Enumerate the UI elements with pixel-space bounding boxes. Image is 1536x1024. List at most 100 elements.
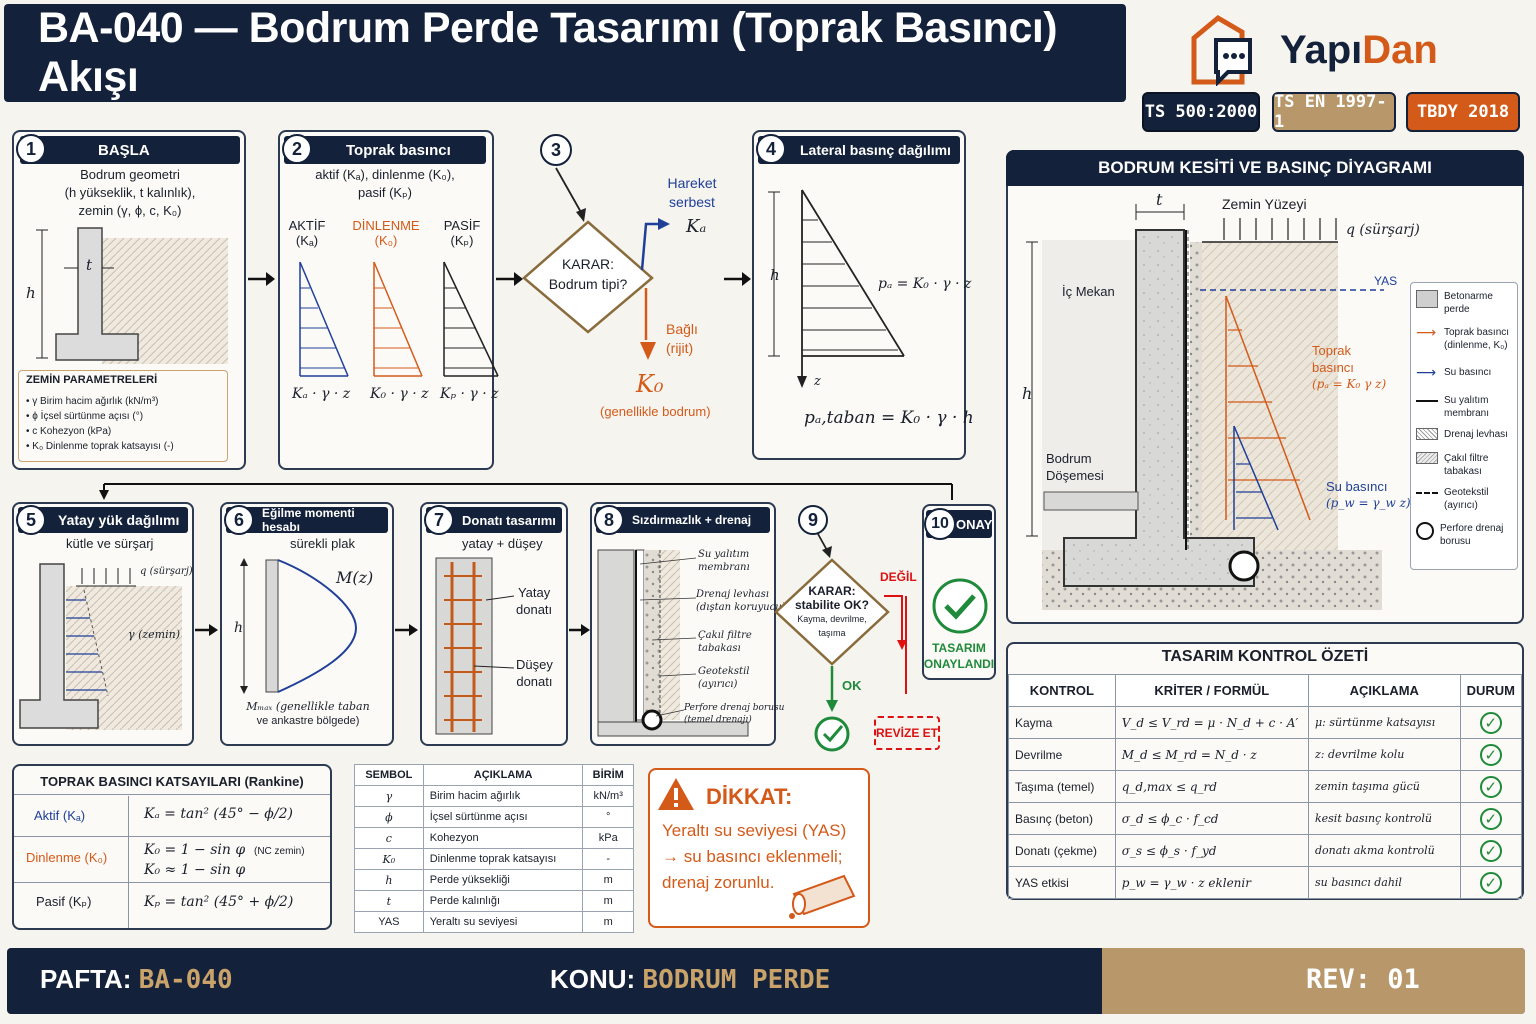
coef-active-formula: Kₐ = tan² (45° − ϕ/2) <box>144 806 293 822</box>
coef-rest-formula2: K₀ ≈ 1 − sin φ <box>144 862 246 878</box>
step1-desc: Bodrum geometri(h yükseklik, t kalınlık)… <box>64 167 196 218</box>
check-icon: ✓ <box>1479 775 1502 798</box>
coef-divider <box>14 794 330 795</box>
base-pressure-formula: pₐ,taban = K₀ · γ · h <box>804 408 974 428</box>
section-title: BODRUM KESİTİ VE BASINÇ DİYAGRAMI <box>1006 150 1524 186</box>
pressure-formula: pₐ = K₀ · γ · z <box>878 276 972 292</box>
flow-arrow <box>496 272 523 286</box>
interior-label: İç Mekan <box>1062 284 1115 299</box>
drain-pipe-label: Perfore drenaj borusu(temel drenajı) <box>684 703 785 725</box>
label-t: t <box>1156 190 1163 209</box>
coefficient-panel <box>12 764 332 930</box>
step4-panel <box>752 130 966 460</box>
approved-check-icon <box>932 578 988 634</box>
stability-decision-diamond <box>774 533 907 752</box>
lateral-pressure-diagram <box>768 189 905 388</box>
ok-label: OK <box>842 678 862 693</box>
coef-divider <box>14 882 330 883</box>
revise-button[interactable]: REVİZE ET <box>874 716 940 750</box>
soil-weight-label: γ (zemin) <box>128 628 180 641</box>
soil-params-box <box>18 370 228 462</box>
step-number: 4 <box>756 134 786 164</box>
hatch-icon <box>1416 428 1438 440</box>
logo-icon <box>1191 14 1252 86</box>
not-ok-label: DEĞİL <box>880 570 917 584</box>
step6-desc: sürekli plak <box>290 536 356 551</box>
page-title: BA-040 — Bodrum Perde Tasarımı (Toprak B… <box>4 4 1126 102</box>
passive-formula: Kₚ · γ · z <box>440 386 499 402</box>
footer-sheet: PAFTA: BA-040 <box>40 964 233 995</box>
check-summary-title: TASARIM KONTROL ÖZETİ <box>1161 648 1369 665</box>
moment-diagram <box>240 558 358 694</box>
step7-desc: yatay + düşey <box>462 536 543 551</box>
coef-rest-note: (NC zemin) <box>254 846 305 857</box>
step-number: 7 <box>424 505 454 535</box>
flow-arrow <box>569 624 590 636</box>
pipe-circle-icon <box>1416 522 1434 540</box>
label-z: z <box>814 374 821 389</box>
load-distribution-diagram <box>19 563 182 730</box>
step-number: 5 <box>16 505 46 535</box>
water-pressure-label: Su basıncı(p_w = γ_w z) <box>1326 479 1411 510</box>
step2-title: Toprak basıncı <box>284 136 486 164</box>
active-label: AKTİF(Kₐ) <box>288 218 326 248</box>
standard-badge: TBDY 2018 <box>1406 92 1520 132</box>
coef-rest-name: Dinlenme (K₀) <box>26 850 108 865</box>
step-number: 10 <box>924 508 956 540</box>
label-h: h <box>1022 384 1033 403</box>
ka-label: Kₐ <box>686 216 707 237</box>
fixed-label: Bağlı(rijit) <box>666 321 698 356</box>
loop-arrow <box>99 483 953 500</box>
check-icon: ✓ <box>1479 807 1502 830</box>
orange-arrow-icon: ⟶ <box>1416 324 1437 340</box>
label-t: t <box>86 256 93 274</box>
warning-text: Yeraltı su seviyesi (YAS)→ su basıncı ek… <box>662 821 847 892</box>
coef-passive-name: Pasif (Kₚ) <box>36 894 92 909</box>
rest-label: DİNLENME(K₀) <box>352 218 420 248</box>
step2-panel <box>278 130 494 470</box>
footer-subject: KONU: BODRUM PERDE <box>550 964 831 995</box>
step-number: 6 <box>224 505 254 535</box>
rest-formula: K₀ · γ · z <box>370 386 429 402</box>
dash-icon <box>1416 492 1438 494</box>
basement-section-diagram <box>1026 204 1384 610</box>
check-icon: ✓ <box>1479 711 1502 734</box>
coefficient-title: TOPRAK BASINCI KATSAYILARI (Rankine) <box>40 774 304 789</box>
flow-arrow <box>195 624 218 636</box>
coef-active-name: Aktif (Kₐ) <box>34 808 86 823</box>
coef-passive-formula: Kₚ = tan² (45° + ϕ/2) <box>144 894 294 910</box>
standard-badge: TS EN 1997-1 <box>1272 92 1396 132</box>
geotextile-label: Geotekstil(ayırıcı) <box>698 666 750 690</box>
step-number: 2 <box>282 134 312 164</box>
concrete-icon <box>1416 290 1438 308</box>
coef-divider <box>14 836 330 837</box>
soil-params-title: ZEMİN PARAMETRELERİ <box>26 374 158 386</box>
step-number: 8 <box>594 505 624 535</box>
step8-title: Sızdırmazlık + drenaj <box>596 507 770 533</box>
step2-desc: aktif (Kₐ), dinlenme (K₀),pasif (Kₚ) <box>315 167 455 200</box>
surcharge-label: q (sürşarj) <box>140 566 193 577</box>
step5-desc: kütle ve sürşarj <box>66 536 154 551</box>
logo-text: YapıDan <box>1280 28 1438 72</box>
step4-title: Lateral basınç dağılımı <box>758 136 960 164</box>
membrane-icon <box>1416 400 1438 402</box>
legend-list: Betonarme perde ⟶Toprak basıncı (dinlenm… <box>1416 290 1510 547</box>
fixed-note: (genellikle bodrum) <box>600 404 711 419</box>
